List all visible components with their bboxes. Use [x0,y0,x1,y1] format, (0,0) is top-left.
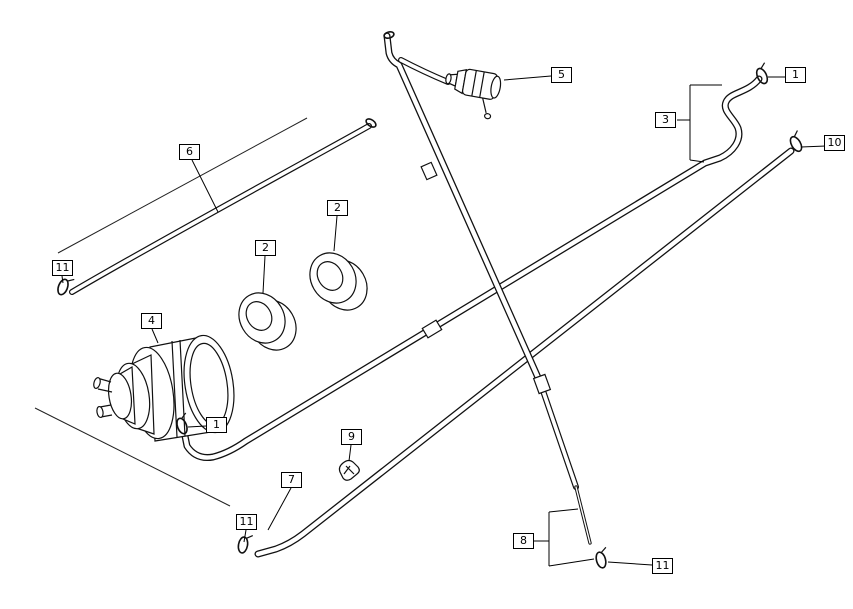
pipe-8 [383,32,592,545]
hose-clamp-right-edge [789,130,803,153]
pipe-union-joints [420,161,552,395]
protector-sleeve-lower [238,292,297,351]
small-clamp-hose-end [365,118,377,128]
callout-7[interactable]: 7 [281,472,302,488]
hose-clamp-bottom-right [595,546,607,569]
union-joint [420,161,438,181]
callout-2-upper[interactable]: 2 [327,200,348,216]
callout-5[interactable]: 5 [551,67,572,83]
callout-11-bottom-right[interactable]: 11 [652,558,673,574]
callout-11-left[interactable]: 11 [52,260,73,276]
callout-8[interactable]: 8 [513,533,534,549]
hose-clamp-at-canister [176,412,188,435]
hose-clamp-left [57,278,75,296]
callout-6[interactable]: 6 [179,144,200,160]
callout-1-top-right[interactable]: 1 [785,67,806,83]
callout-11-bottom-left[interactable]: 11 [236,514,257,530]
check-valve [445,68,502,120]
reference-line [57,117,308,254]
vapor-canister [93,334,235,442]
callout-1-at-canister[interactable]: 1 [206,417,227,433]
hose-clamp-top-right [755,62,769,85]
union-joint [421,319,443,339]
hose-clamps [57,31,803,569]
reference-lines [34,117,308,507]
callout-10[interactable]: 10 [824,135,845,151]
union-joint [532,373,552,395]
hose-to-valve [398,57,451,85]
small-clamp-pipe-top [383,31,395,39]
retaining-clip [338,459,360,481]
reference-line [34,407,231,507]
callout-9[interactable]: 9 [341,429,362,445]
callout-3[interactable]: 3 [655,112,676,128]
pipe-3 [180,75,763,461]
callout-4[interactable]: 4 [141,313,162,329]
hose-6 [69,123,372,295]
callout-2-lower[interactable]: 2 [255,240,276,256]
leader-lines [61,75,827,567]
pipe-7 [254,147,795,558]
protector-sleeve-upper [309,252,368,311]
